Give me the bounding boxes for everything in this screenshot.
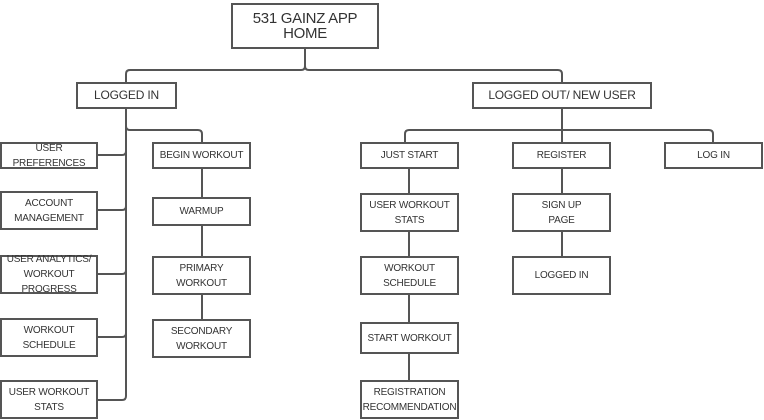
primary-workout-node: PRIMARY WORKOUT — [152, 256, 251, 295]
user-workout-stats-node: USER WORKOUT STATS — [0, 380, 98, 419]
connector-logged-in-spine — [98, 109, 127, 401]
begin-workout-node: BEGIN WORKOUT — [152, 142, 251, 169]
connector-schedule — [98, 332, 127, 338]
connector-account — [98, 205, 127, 211]
new-user-workout-stats-node: USER WORKOUT STATS — [360, 193, 459, 232]
user-preferences-node: USER PREFERENCES — [0, 142, 98, 169]
connector-begin-workout — [125, 125, 203, 142]
registration-recommendation-node: REGISTRATION RECOMMENDATION — [360, 380, 459, 419]
register-logged-in-node: LOGGED IN — [512, 256, 611, 295]
warmup-node: WARMUP — [152, 197, 251, 226]
secondary-workout-node: SECONDARY WORKOUT — [152, 319, 251, 358]
start-workout-node: START WORKOUT — [360, 322, 459, 354]
sign-up-page-node: SIGN UP PAGE — [512, 193, 611, 232]
new-user-workout-schedule-node: WORKOUT SCHEDULE — [360, 256, 459, 295]
connector-analytics — [98, 269, 127, 275]
user-analytics-node: USER ANALYTICS/ WORKOUT PROGRESS — [0, 254, 98, 295]
connector-root-bus — [125, 49, 306, 82]
root-node: 531 GAINZ APP HOME — [231, 3, 379, 49]
logged-in-node: LOGGED IN — [76, 82, 177, 109]
connector-logged-out-bus — [404, 109, 714, 142]
connector-root-bus-right — [304, 65, 563, 82]
logged-out-node: LOGGED OUT/ NEW USER — [472, 82, 652, 109]
log-in-node: LOG IN — [664, 142, 763, 169]
account-management-node: ACCOUNT MANAGEMENT — [0, 191, 98, 230]
register-node: REGISTER — [512, 142, 611, 169]
just-start-node: JUST START — [360, 142, 459, 169]
connector-pref — [98, 150, 127, 156]
workout-schedule-node: WORKOUT SCHEDULE — [0, 318, 98, 357]
